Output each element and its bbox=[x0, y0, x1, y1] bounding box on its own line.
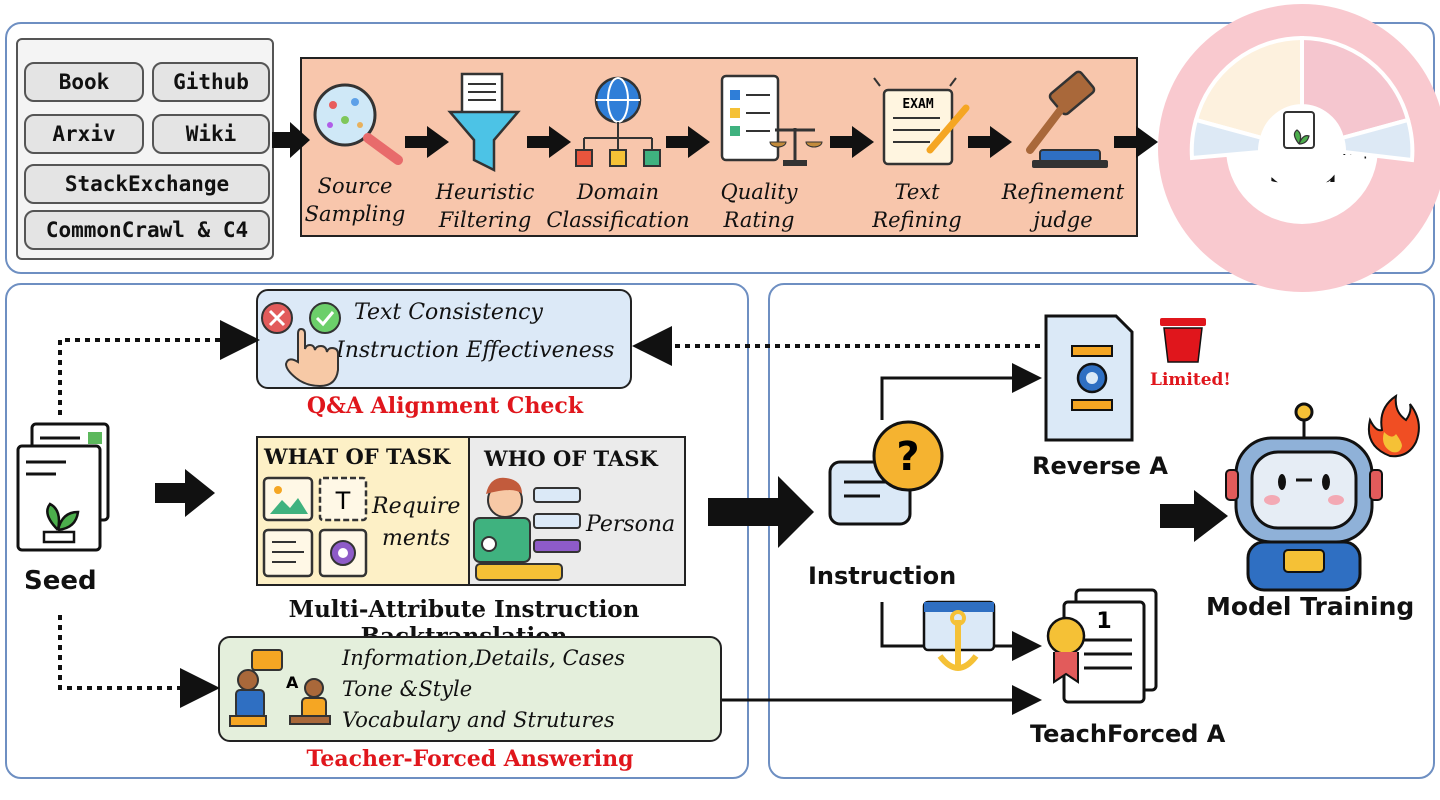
source-book: Book bbox=[24, 62, 144, 102]
donut-label-books: Books bbox=[1260, 230, 1315, 251]
teacher-line3: Vocabulary and Strutures bbox=[342, 708, 615, 732]
step-label-line1: Heuristic bbox=[435, 180, 535, 204]
alignment-title: Q&A Alignment Check bbox=[306, 393, 584, 419]
source-github: Github bbox=[152, 62, 270, 102]
source-stackexchange: StackExchange bbox=[24, 164, 270, 204]
donut-center-seed: Seed bbox=[1269, 160, 1337, 188]
step-label-line2: Classification bbox=[546, 208, 690, 232]
teachforced-label: TeachForced A bbox=[1030, 720, 1226, 748]
bottom-right-panel bbox=[768, 283, 1435, 779]
source-wiki: Wiki bbox=[152, 114, 270, 154]
step-label-line1: Text bbox=[894, 180, 940, 204]
teacher-title: Teacher-Forced Answering bbox=[306, 746, 634, 772]
donut-label-wikpedia: Wikpedia bbox=[1332, 140, 1411, 160]
who-of-task-title: WHO OF TASK bbox=[484, 446, 658, 471]
donut-label-crawl: Crawl bbox=[1296, 76, 1347, 97]
step-label-line2: Rating bbox=[723, 208, 795, 232]
step-label-line1: Source bbox=[317, 174, 393, 198]
alignment-instruction-effectiveness: Instruction Effectiveness bbox=[336, 338, 615, 363]
what-of-task-ments: ments bbox=[382, 526, 451, 551]
donut-label-c4: C4 bbox=[1202, 92, 1227, 113]
reverse-label: Reverse A bbox=[1032, 452, 1169, 480]
instruction-label: Instruction bbox=[808, 562, 957, 590]
seed-label: Seed bbox=[24, 566, 97, 596]
source-commoncrawl-c4: CommonCrawl & C4 bbox=[24, 210, 270, 250]
who-of-task-persona: Persona bbox=[586, 512, 676, 537]
step-label-line1: Domain bbox=[576, 180, 660, 204]
donut-label-common: Common bbox=[1282, 50, 1364, 71]
what-of-task-require: Require bbox=[372, 494, 461, 519]
step-refinement-judge: Refinement judge bbox=[988, 178, 1138, 234]
donut-label-arxiv: ArXiv bbox=[1178, 137, 1224, 157]
step-label-line1: Refinement bbox=[1001, 180, 1125, 204]
step-label-line2: judge bbox=[1033, 208, 1093, 232]
teacher-line1: Information,Details, Cases bbox=[342, 646, 626, 670]
limited-label: Limited! bbox=[1150, 370, 1231, 390]
what-of-task-title: WHAT OF TASK bbox=[264, 444, 451, 469]
step-label-line2: Filtering bbox=[438, 208, 532, 232]
step-label-line2: Sampling bbox=[304, 202, 406, 226]
alignment-text-consistency: Text Consistency bbox=[354, 300, 543, 325]
teacher-line2: Tone &Style bbox=[342, 677, 473, 701]
step-label-line2: Refining bbox=[872, 208, 962, 232]
step-label-line1: Quality bbox=[720, 180, 798, 204]
model-training-label: Model Training bbox=[1206, 592, 1415, 621]
source-arxiv: Arxiv bbox=[24, 114, 144, 154]
